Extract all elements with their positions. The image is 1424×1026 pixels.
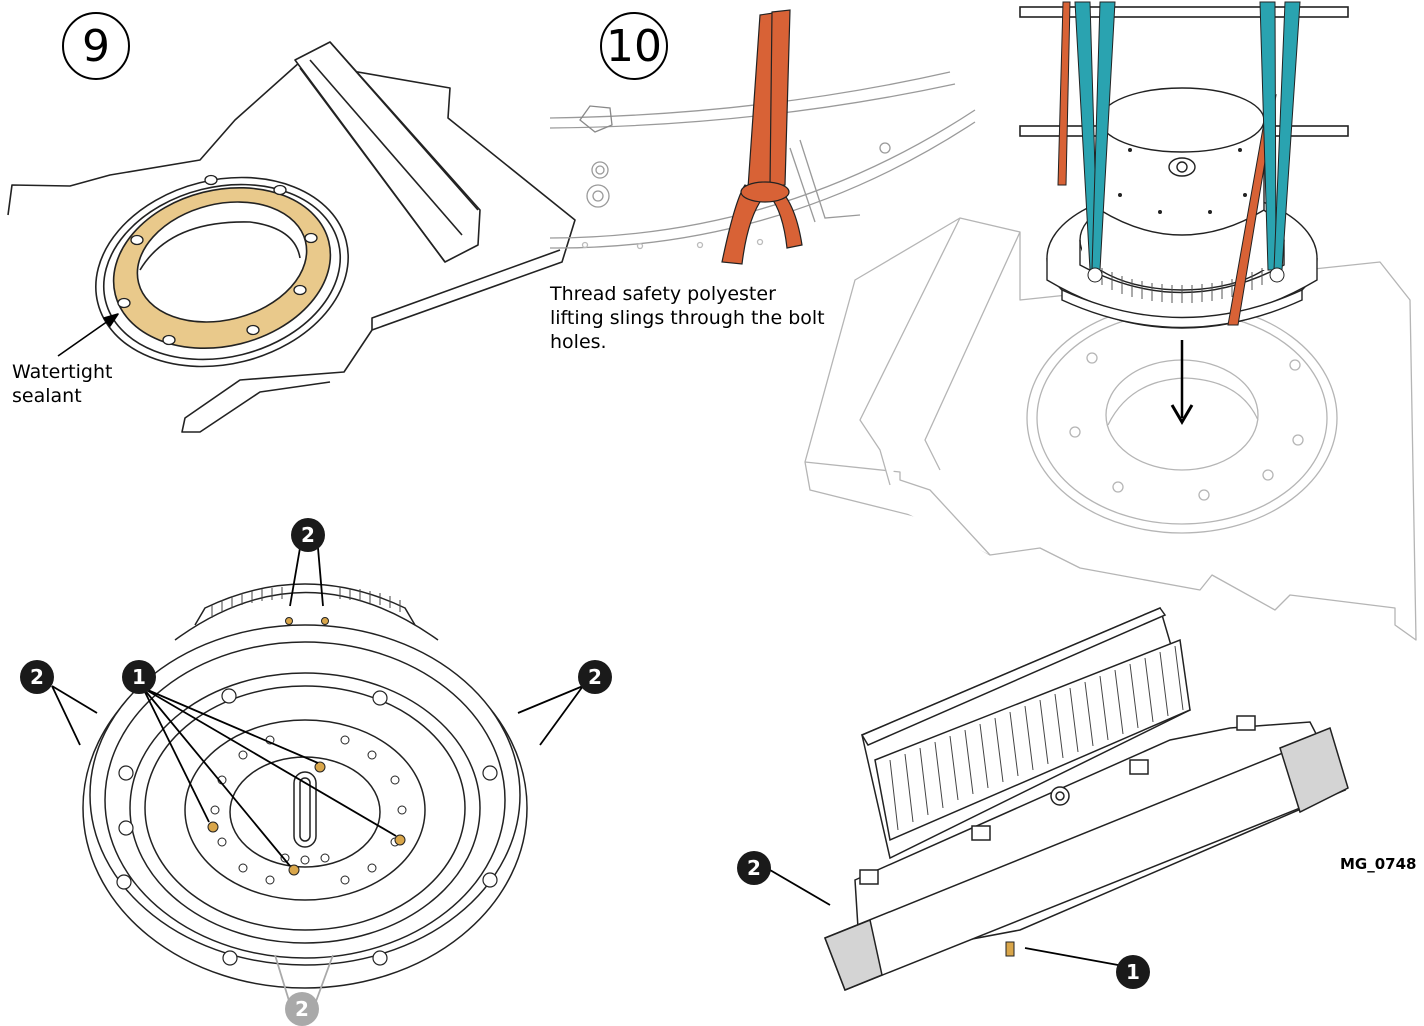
callout-2-side: 2 [737, 851, 771, 885]
sealant-label: Watertight sealant [12, 361, 113, 407]
lifting-slings [1057, 1, 1301, 326]
panel-9-base-plate [7, 41, 576, 433]
callout-2-left: 2 [20, 660, 54, 694]
slings-instruction-label: Thread safety polyester lifting slings t… [550, 283, 825, 353]
callout-2-right: 2 [578, 660, 612, 694]
step-number-10: 10 [600, 12, 668, 80]
callout-1-side: 1 [1116, 955, 1150, 989]
underside-arrow-grey [274, 954, 334, 1005]
callout-2-top: 2 [291, 518, 325, 552]
block-right [1279, 726, 1349, 814]
step-number-9: 9 [62, 12, 130, 80]
orange-sling-closeup [721, 9, 803, 265]
callout-1-underside: 1 [122, 660, 156, 694]
underside-arrows [51, 547, 584, 867]
underside-view [82, 583, 528, 989]
side-view-arrows [769, 869, 1119, 966]
block-left [824, 918, 883, 991]
callout-2-bottom: 2 [285, 992, 319, 1026]
figure-reference: MG_0748 [1340, 855, 1417, 873]
side-view [824, 606, 1349, 991]
